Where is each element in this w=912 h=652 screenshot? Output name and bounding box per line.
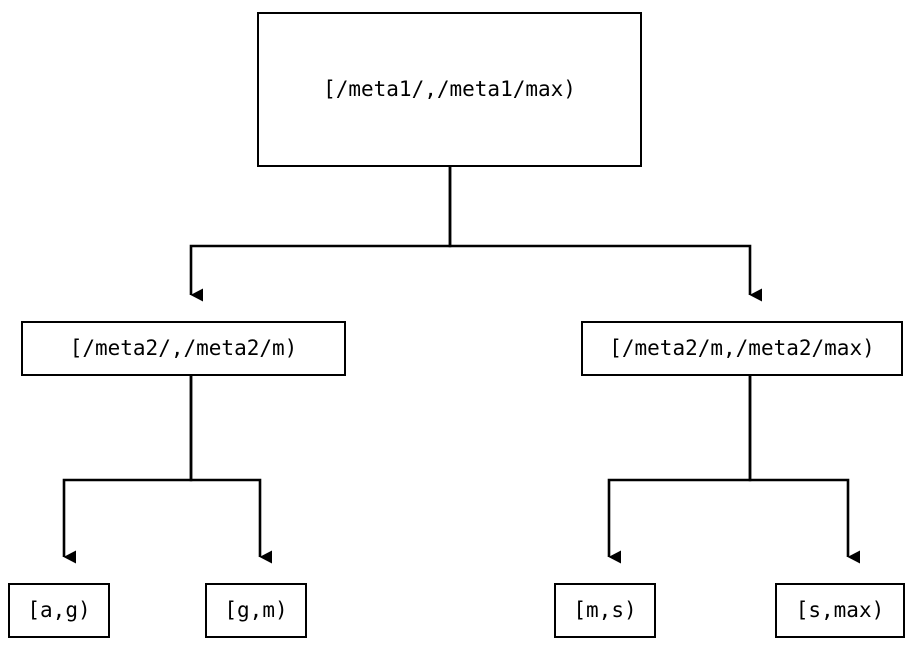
edge-root-to-mid-right [448, 167, 762, 302]
node-leaf-m-s-label: [m,s) [573, 598, 637, 622]
node-mid-left-label: [/meta2/,/meta2/m) [69, 336, 298, 360]
node-root-label: [/meta1/,/meta1/max) [323, 77, 576, 101]
node-leaf-a-g-label: [a,g) [27, 598, 91, 622]
node-mid-right[interactable]: [/meta2/m,/meta2/max) [581, 321, 903, 376]
edge-mid-left-to-leaf-ag [62, 376, 193, 564]
node-leaf-s-max[interactable]: [s,max) [775, 583, 905, 638]
edge-root-to-mid-left [189, 167, 452, 302]
edge-mid-right-to-leaf-ms [607, 376, 752, 564]
node-mid-right-label: [/meta2/m,/meta2/max) [609, 336, 875, 360]
node-leaf-a-g[interactable]: [a,g) [8, 583, 110, 638]
node-leaf-g-m-label: [g,m) [224, 598, 288, 622]
node-leaf-g-m[interactable]: [g,m) [205, 583, 307, 638]
node-root[interactable]: [/meta1/,/meta1/max) [257, 12, 642, 167]
edge-mid-right-to-leaf-smax [748, 376, 860, 564]
node-leaf-s-max-label: [s,max) [795, 598, 885, 622]
node-leaf-m-s[interactable]: [m,s) [554, 583, 656, 638]
edge-mid-left-to-leaf-gm [189, 376, 272, 564]
node-mid-left[interactable]: [/meta2/,/meta2/m) [21, 321, 346, 376]
